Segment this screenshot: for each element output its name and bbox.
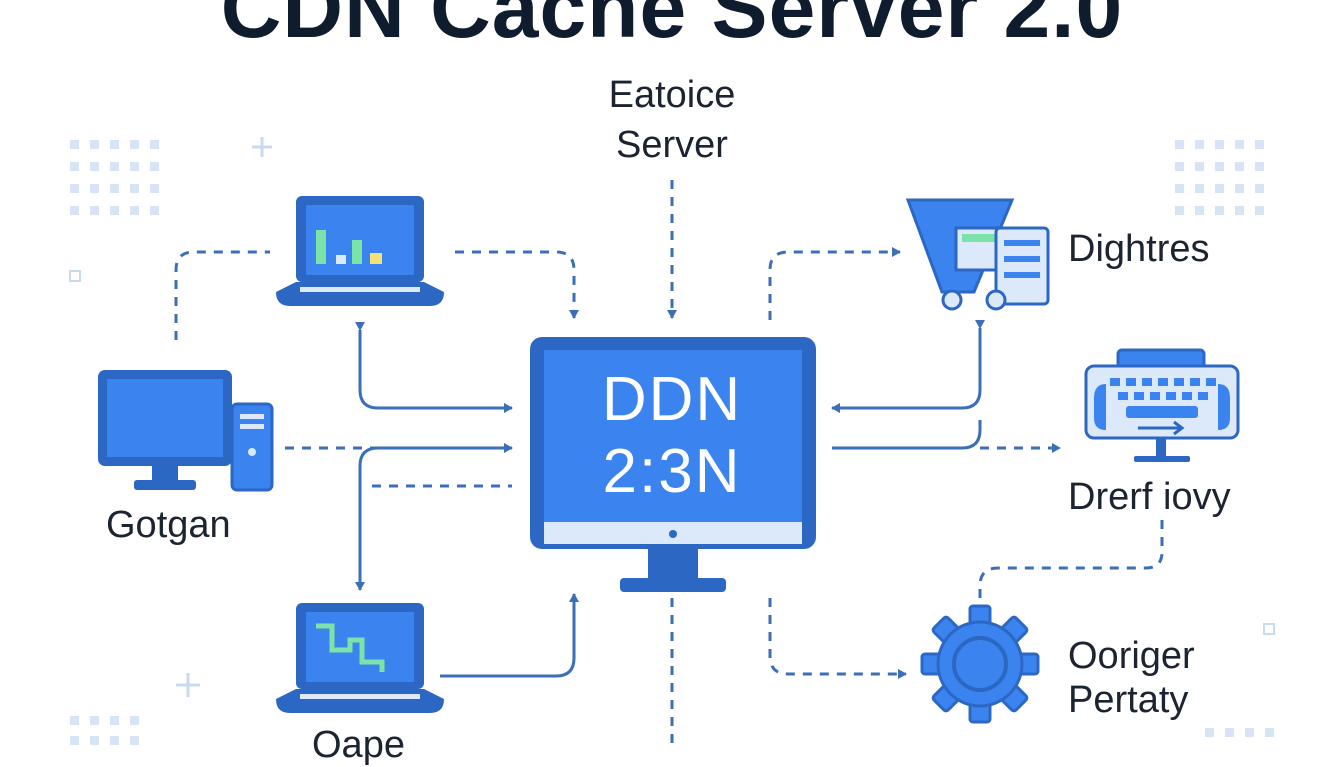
center-node-text: DDN 2:3N bbox=[542, 364, 802, 508]
right-mid-node-label: Drerf iovy bbox=[1068, 476, 1231, 518]
diagram-title: CDN Cache Server 2.0 bbox=[220, 0, 1124, 55]
connector-center-to-bottom-laptop bbox=[355, 446, 512, 591]
keyboard-terminal-icon bbox=[1084, 348, 1240, 462]
decor-dot-grid-top-right bbox=[1175, 140, 1264, 215]
laptop-icon bbox=[276, 603, 444, 713]
right-top-node-label: Dightres bbox=[1068, 228, 1210, 270]
gear-icon bbox=[920, 604, 1040, 724]
decor-dot-grid-bottom-right bbox=[1205, 728, 1274, 737]
connector-keyboard-to-gear bbox=[978, 520, 1164, 606]
right-bottom-node-line2: Pertaty bbox=[1068, 679, 1189, 721]
shopping-cart-icon bbox=[905, 198, 1050, 311]
top-node-line2: Server bbox=[616, 124, 728, 166]
server-monitor-icon bbox=[530, 337, 816, 592]
right-bottom-node-line1: Ooriger bbox=[1068, 635, 1195, 677]
desktop-pc-icon bbox=[98, 370, 274, 492]
connector-center-to-keyboard bbox=[832, 420, 982, 450]
center-node-line1: DDN bbox=[601, 365, 743, 434]
connector-bottom-laptop-to-center bbox=[440, 593, 579, 678]
decor-dot-grid-bottom-left bbox=[70, 716, 139, 745]
top-node-label: Eatoice Server bbox=[572, 70, 772, 170]
connector-left-to-laptop bbox=[174, 250, 270, 340]
connector-lines bbox=[174, 180, 1164, 750]
laptop-icon bbox=[276, 196, 444, 306]
connector-center-to-gear bbox=[768, 598, 907, 679]
left-node-label: Gotgan bbox=[106, 504, 231, 546]
connector-center-to-cart bbox=[768, 247, 901, 320]
connector-cart-to-center bbox=[831, 320, 985, 413]
top-node-line1: Eatoice bbox=[608, 74, 736, 116]
decor-dot-grid-top-left bbox=[70, 140, 159, 215]
connector-laptop-to-center bbox=[455, 250, 579, 319]
connector-laptop-down-to-center bbox=[355, 322, 513, 413]
bottom-left-node-label: Oape bbox=[312, 724, 405, 766]
decor-plus-marks bbox=[69, 137, 1275, 697]
center-node-line2: 2:3N bbox=[602, 437, 742, 506]
diagram-canvas bbox=[69, 137, 1275, 750]
right-bottom-node-label: Ooriger Pertaty bbox=[1068, 634, 1195, 722]
